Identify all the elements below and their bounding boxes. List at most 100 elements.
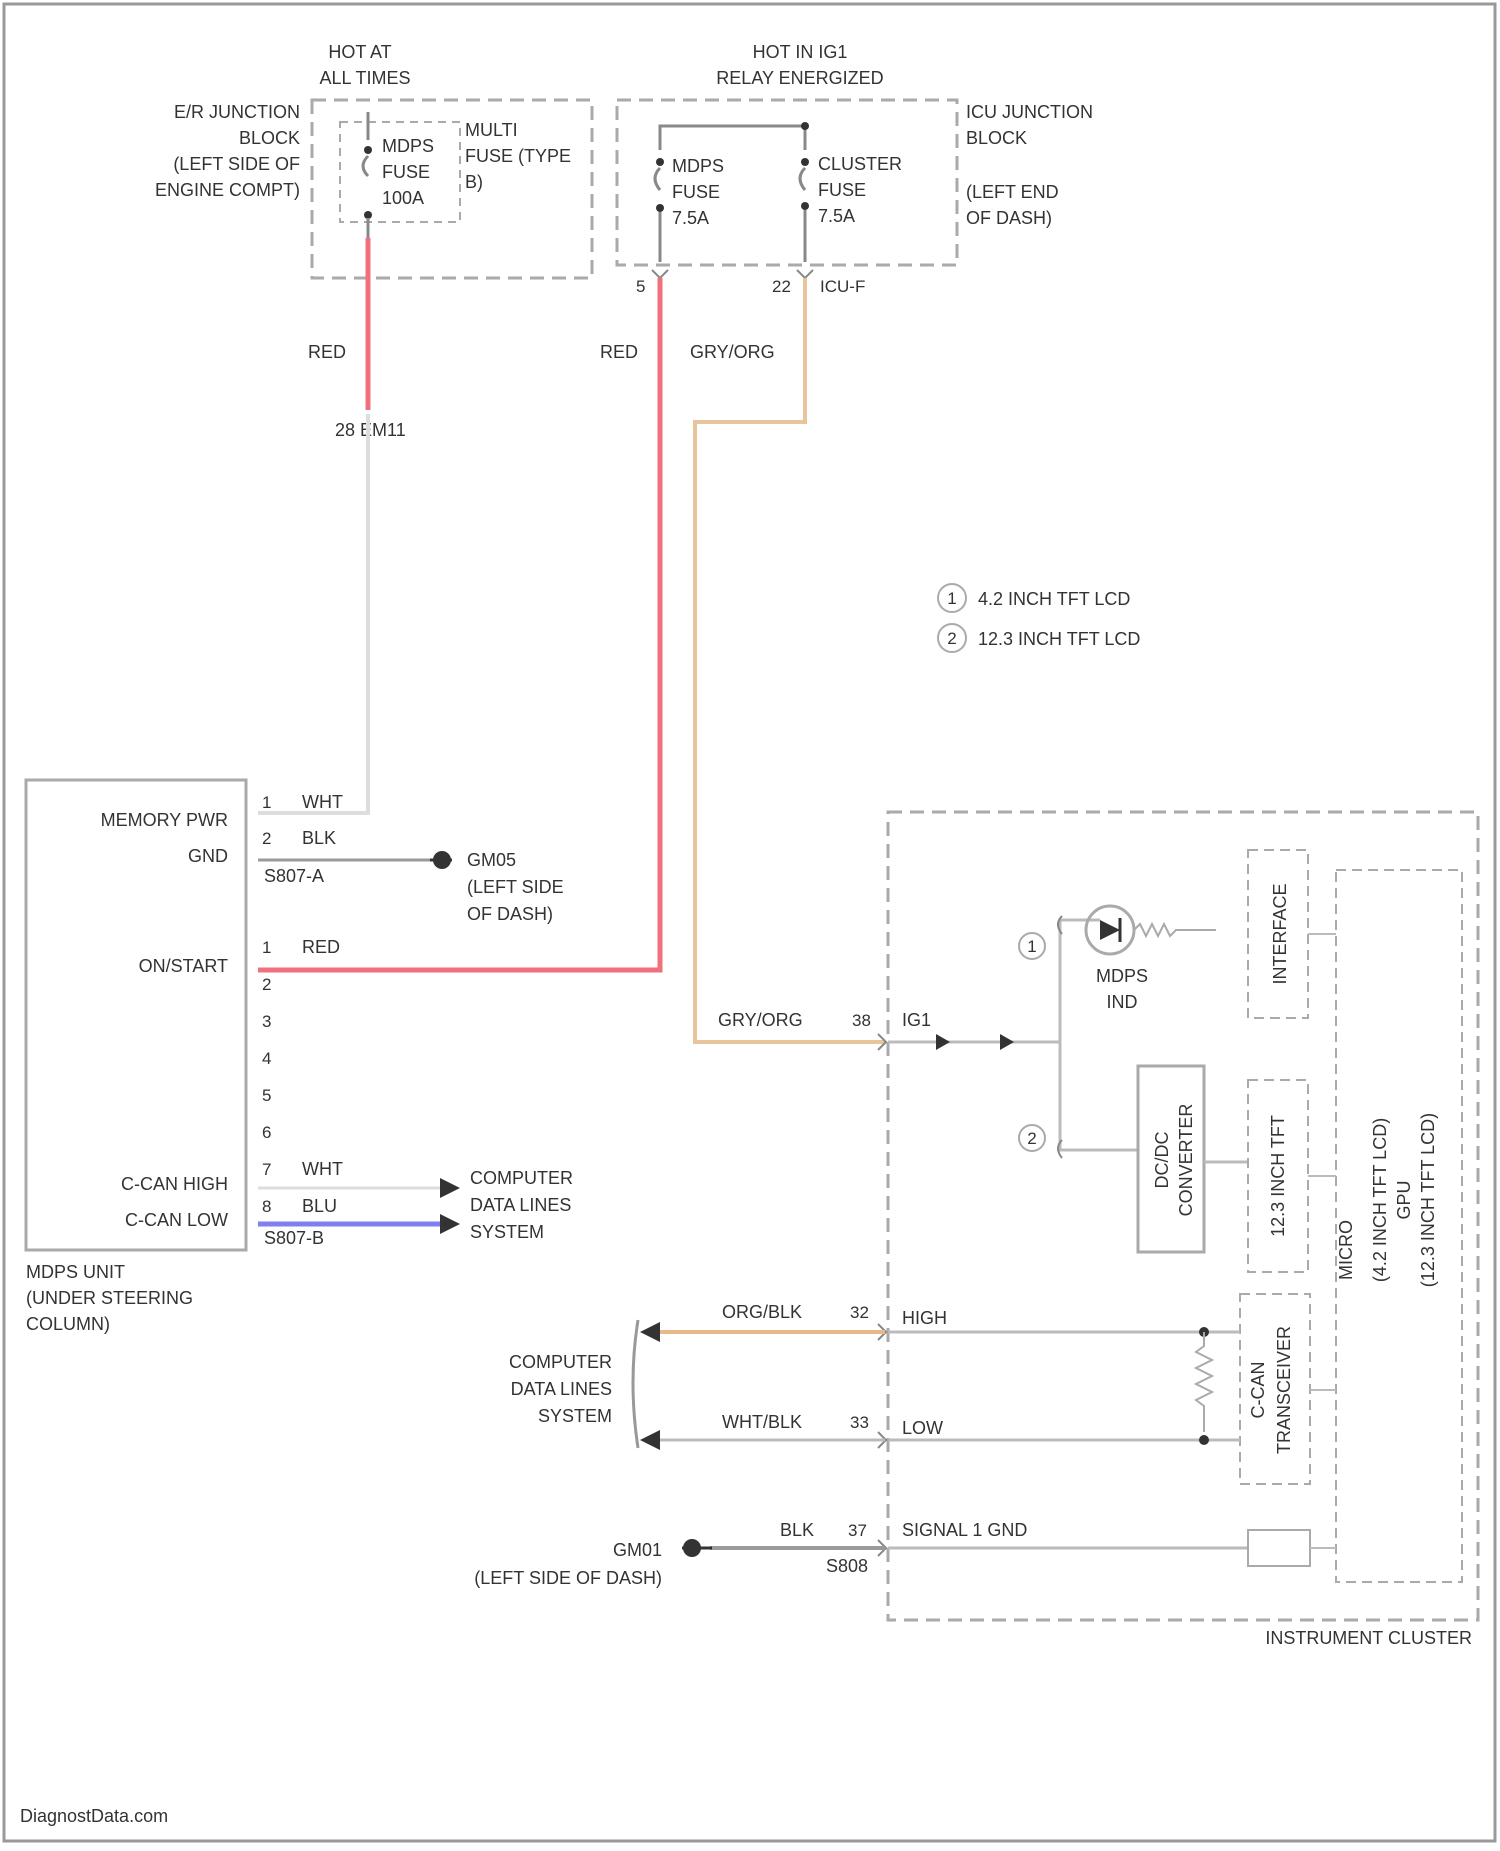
cluster-fuse-1: CLUSTER [818,154,902,174]
icu-pin-5: 5 [636,277,645,296]
mdps-pin-5: 5 [262,1086,271,1105]
icu-junction-4: OF DASH) [966,208,1052,228]
splice-s807b: S807-B [264,1228,324,1248]
mdps-pin-6: 6 [262,1123,271,1142]
can-high-arrow-left-icon [640,1322,660,1342]
icu-pin-22: 22 [772,277,791,296]
cluster-pin-32: 32 [850,1303,869,1322]
icu-pin-5-chevron [652,270,668,278]
ground-gm05-icon [430,851,452,869]
mdps-pin-7: 7 [262,1160,271,1179]
variant-2-marker: 2 [1027,1129,1036,1148]
mdps-wire-blu: BLU [302,1196,337,1216]
hot-in-ig1-1: HOT IN IG1 [753,42,848,62]
mdps-fuse-75a-icon [655,158,664,262]
c-can-label-1: C-CAN [1248,1362,1268,1419]
splice-s808: S808 [826,1556,868,1576]
mdps-fuse-100a-1: MDPS [382,136,434,156]
icu-junction-3: (LEFT END [966,182,1059,202]
gpu-label-2: GPU [1394,1180,1414,1219]
org-blk-label: ORG/BLK [722,1302,802,1322]
can-low-node [1199,1435,1209,1445]
cluster-connector-column [878,1034,886,1556]
cluster-pin-38: 38 [852,1011,871,1030]
computer-data-brace-icon [633,1320,638,1448]
red-wire-label-left: RED [308,342,346,362]
computer-data-left-1: COMPUTER [509,1352,612,1372]
mdps-terminal-on-start: ON/START [139,956,228,976]
tft-12in-label: 12.3 INCH TFT [1268,1115,1288,1237]
gm05-label-2: (LEFT SIDE [467,877,564,897]
mdps-wire-wht-2: WHT [302,1159,343,1179]
er-junction-3: (LEFT SIDE OF [173,154,300,174]
mdps-fuse-100a-3: 100A [382,188,424,208]
er-junction-box [312,100,592,278]
mdps-unit-caption-1: MDPS UNIT [26,1262,125,1282]
interface-label: INTERFACE [1270,883,1290,984]
gm01-label-2: (LEFT SIDE OF DASH) [474,1568,662,1588]
c-can-low-arrow-icon [440,1214,460,1234]
gry-org-wire-cluster-feed [695,278,885,1042]
computer-data-right-3: SYSTEM [470,1222,544,1242]
mdps-pin-column: 1 2 1 2 3 4 5 6 7 8 [262,793,271,1216]
mdps-fuse-75a-2: FUSE [672,182,720,202]
multi-fuse-2: FUSE (TYPE [465,146,571,166]
dc-dc-label-2: CONVERTER [1176,1104,1196,1217]
ig1-branch-lower [1060,1042,1138,1150]
dc-dc-label-1: DC/DC [1152,1132,1172,1189]
cluster-fuse-3: 7.5A [818,206,855,226]
mdps-indicator-lamp-icon [1086,906,1134,954]
wht-wire-memory-pwr [258,414,368,813]
instrument-cluster-caption: INSTRUMENT CLUSTER [1265,1628,1472,1648]
legend-item-1: 4.2 INCH TFT LCD [978,589,1130,609]
mdps-ind-label-2: IND [1107,992,1138,1012]
hot-in-ig1-2: RELAY ENERGIZED [716,68,883,88]
mdps-pin-1: 1 [262,938,271,957]
can-low-arrow-left-icon [640,1430,660,1450]
computer-data-right-1: COMPUTER [470,1168,573,1188]
icu-bus-bar [660,126,805,150]
mdps-pin-8: 8 [262,1197,271,1216]
mdps-pin-4: 4 [262,1049,271,1068]
cluster-fuse-icon [800,158,809,262]
splice-s807a: S807-A [264,866,324,886]
mdps-wire-blk: BLK [302,828,336,848]
legend-item-2: 12.3 INCH TFT LCD [978,629,1140,649]
c-can-label-2: TRANSCEIVER [1274,1326,1294,1454]
gm01-label-1: GM01 [613,1540,662,1560]
ig1-diode-2-icon [1000,1034,1014,1050]
legend-mark-1: 1 [947,589,956,608]
cluster-pin-37: 37 [848,1521,867,1540]
gry-org-label-top: GRY/ORG [690,342,775,362]
computer-data-right-2: DATA LINES [470,1195,571,1215]
hot-at-all-times-2: ALL TIMES [319,68,410,88]
mdps-pin-2: 2 [262,975,271,994]
legend: 1 4.2 INCH TFT LCD 2 12.3 INCH TFT LCD [938,584,1140,652]
mdps-terminal-gnd: GND [188,846,228,866]
gpu-label-1: (4.2 INCH TFT LCD) [1370,1118,1390,1282]
c-can-high-arrow-icon [440,1178,460,1198]
mdps-terminal-c-can-high: C-CAN HIGH [121,1174,228,1194]
multi-fuse-1: MULTI [465,120,518,140]
icu-f-connector: ICU-F [820,277,865,296]
icu-junction-1: ICU JUNCTION [966,102,1093,122]
computer-data-left-3: SYSTEM [538,1406,612,1426]
mdps-fuse-75a-1: MDPS [672,156,724,176]
er-junction-1: E/R JUNCTION [174,102,300,122]
cluster-low-label: LOW [902,1418,943,1438]
mdps-unit-caption-2: (UNDER STEERING [26,1288,193,1308]
icu-junction-2: BLOCK [966,128,1027,148]
terminating-resistor-icon [1196,1332,1212,1432]
cluster-fuse-2: FUSE [818,180,866,200]
mdps-fuse-100a-2: FUSE [382,162,430,182]
blk-label: BLK [780,1520,814,1540]
footer-watermark: DiagnostData.com [20,1806,168,1826]
mdps-pin-3: 3 [262,1012,271,1031]
gry-org-label-cluster: GRY/ORG [718,1010,803,1030]
mdps-wire-wht-1: WHT [302,792,343,812]
variant-1-marker: 1 [1027,937,1036,956]
micro-label: MICRO [1336,1220,1356,1280]
hot-at-all-times-1: HOT AT [328,42,391,62]
